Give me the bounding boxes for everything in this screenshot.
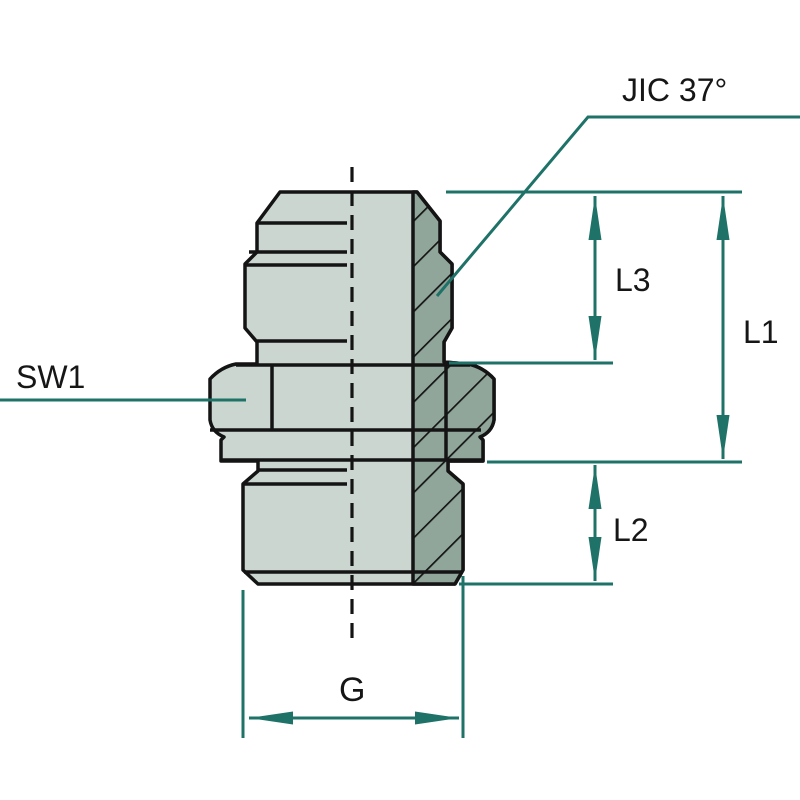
label-g: G: [339, 671, 365, 709]
label-jic-angle: JIC 37°: [622, 72, 727, 108]
l2-arrowhead-down: [588, 537, 602, 581]
leader-line-jic: [435, 115, 800, 297]
label-sw1: SW1: [16, 359, 85, 395]
label-l1: L1: [743, 314, 779, 350]
l3-arrowhead-up: [588, 196, 602, 240]
l1-arrowhead-up: [716, 196, 730, 240]
l1-arrowhead-down: [716, 415, 730, 459]
label-l2: L2: [613, 512, 649, 548]
g-arrowhead-left: [249, 711, 293, 725]
l3-arrowhead-down: [588, 316, 602, 360]
g-arrowhead-right: [415, 711, 459, 725]
label-l3: L3: [615, 262, 651, 298]
l2-arrowhead-up: [588, 465, 602, 509]
thread-hatching: [413, 192, 494, 584]
